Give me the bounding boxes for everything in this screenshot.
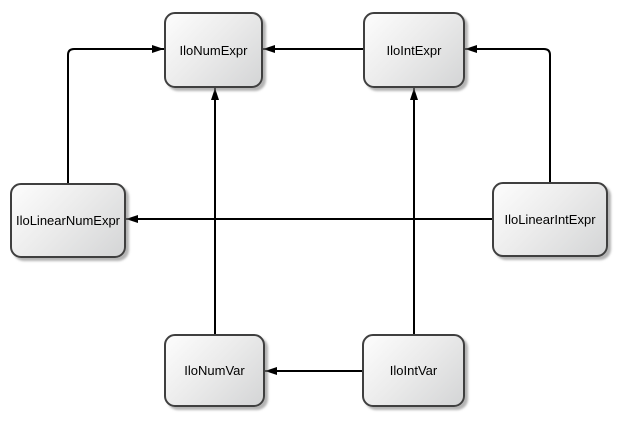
node-ilointvar: IloIntVar	[362, 334, 465, 407]
node-label: IloNumVar	[184, 363, 245, 378]
node-ilonumvar: IloNumVar	[164, 334, 265, 407]
node-ilonumexpr: IloNumExpr	[164, 12, 263, 88]
node-label: IloIntVar	[389, 363, 438, 378]
node-ilolinearnumexpr: IloLinearNumExpr	[10, 183, 126, 258]
node-ilointexpr: IloIntExpr	[363, 12, 465, 88]
node-label: IloIntExpr	[386, 42, 442, 58]
node-label: IloLinearNumExpr	[15, 213, 121, 228]
node-label: IloNumExpr	[179, 42, 248, 58]
node-label: IloLinearIntExpr	[504, 212, 596, 227]
edge-linearintexpr-to-intexpr	[465, 45, 551, 182]
edge-linearnumexpr-to-numexpr	[67, 45, 164, 183]
node-ilolinearintexpr: IloLinearIntExpr	[492, 182, 608, 257]
